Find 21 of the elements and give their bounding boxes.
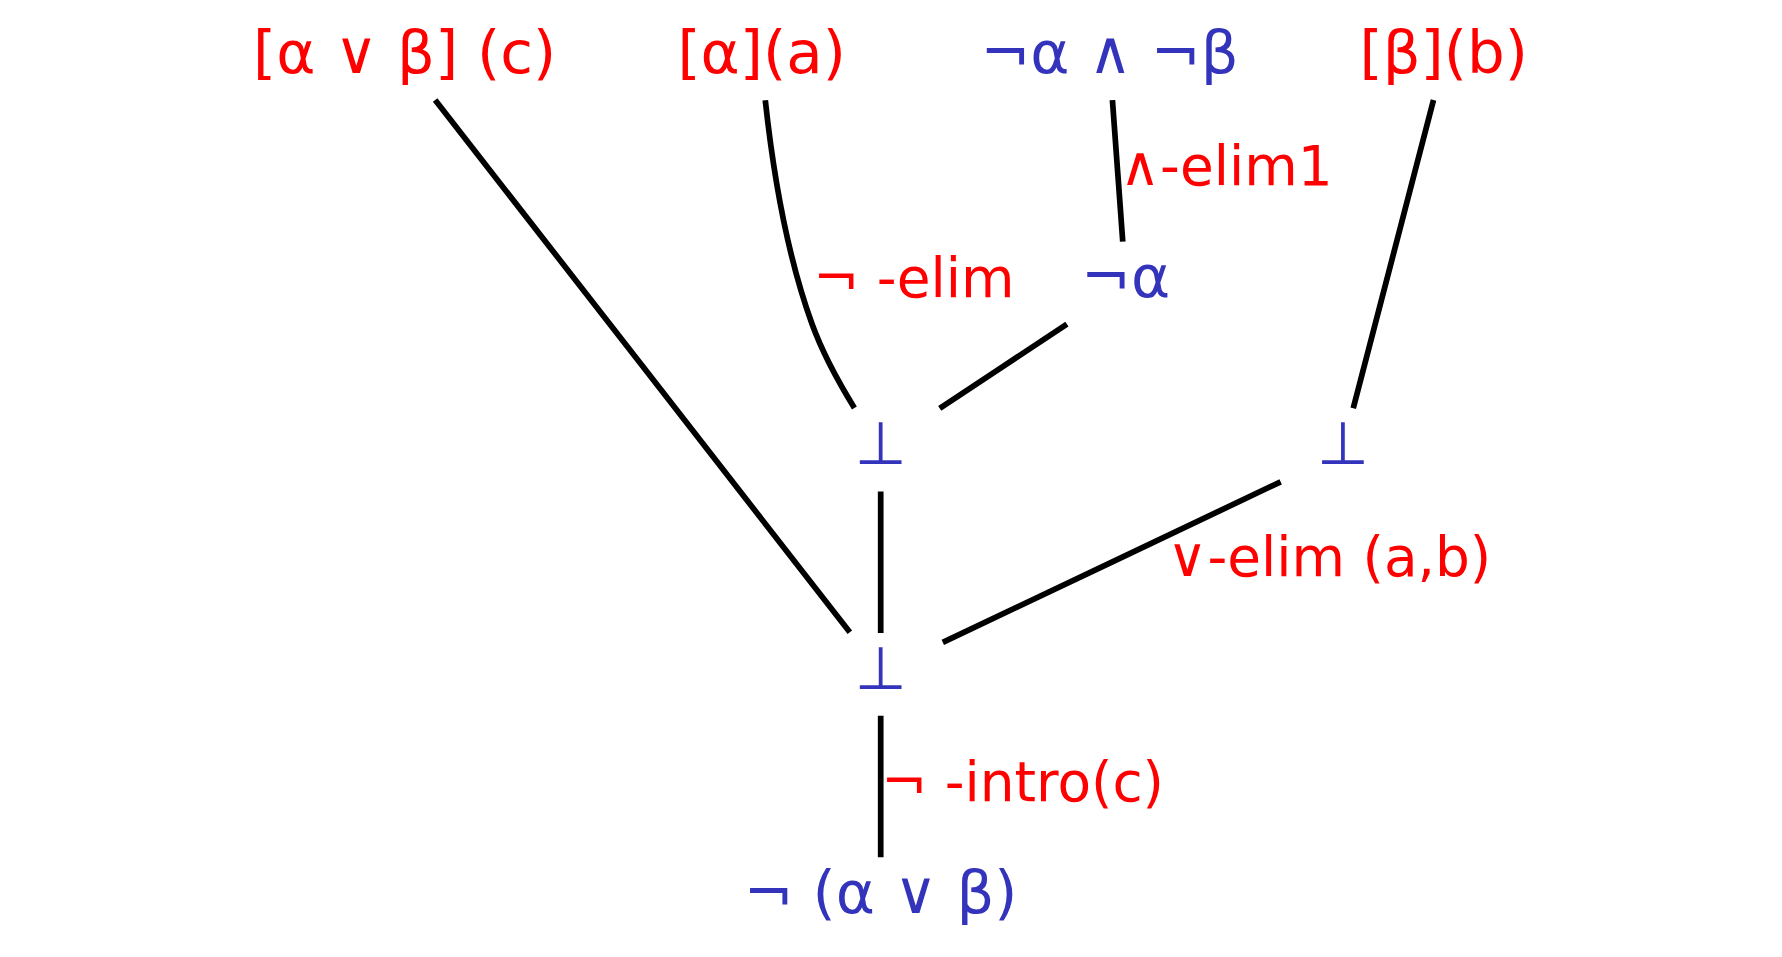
node-text: [α ∨ β] (c) — [253, 17, 557, 87]
connector — [938, 321, 1069, 411]
edge-label: ¬ -intro(c) — [881, 749, 1165, 814]
node-text: ⊥ — [1317, 409, 1369, 479]
connector — [1109, 99, 1126, 242]
connector — [1350, 99, 1437, 409]
node-text: [α](a) — [677, 17, 846, 87]
connector — [877, 491, 884, 633]
connector — [432, 98, 853, 635]
connector — [941, 479, 1282, 645]
node-text: ⊥ — [854, 633, 907, 703]
node-text: [β](b) — [1359, 17, 1529, 87]
edge-label: ∨-elim (a,b) — [1167, 525, 1492, 590]
node-text: ¬α — [1081, 242, 1171, 312]
connector — [762, 99, 857, 410]
edge-label: ∧-elim1 — [1119, 133, 1333, 198]
edge-label: ¬ -elim — [813, 246, 1015, 311]
node-text: ⊥ — [854, 409, 907, 479]
node-text: ¬ (α ∨ β) — [743, 857, 1018, 927]
node-text: ¬α ∧ ¬β — [980, 17, 1239, 87]
connector — [877, 715, 884, 858]
